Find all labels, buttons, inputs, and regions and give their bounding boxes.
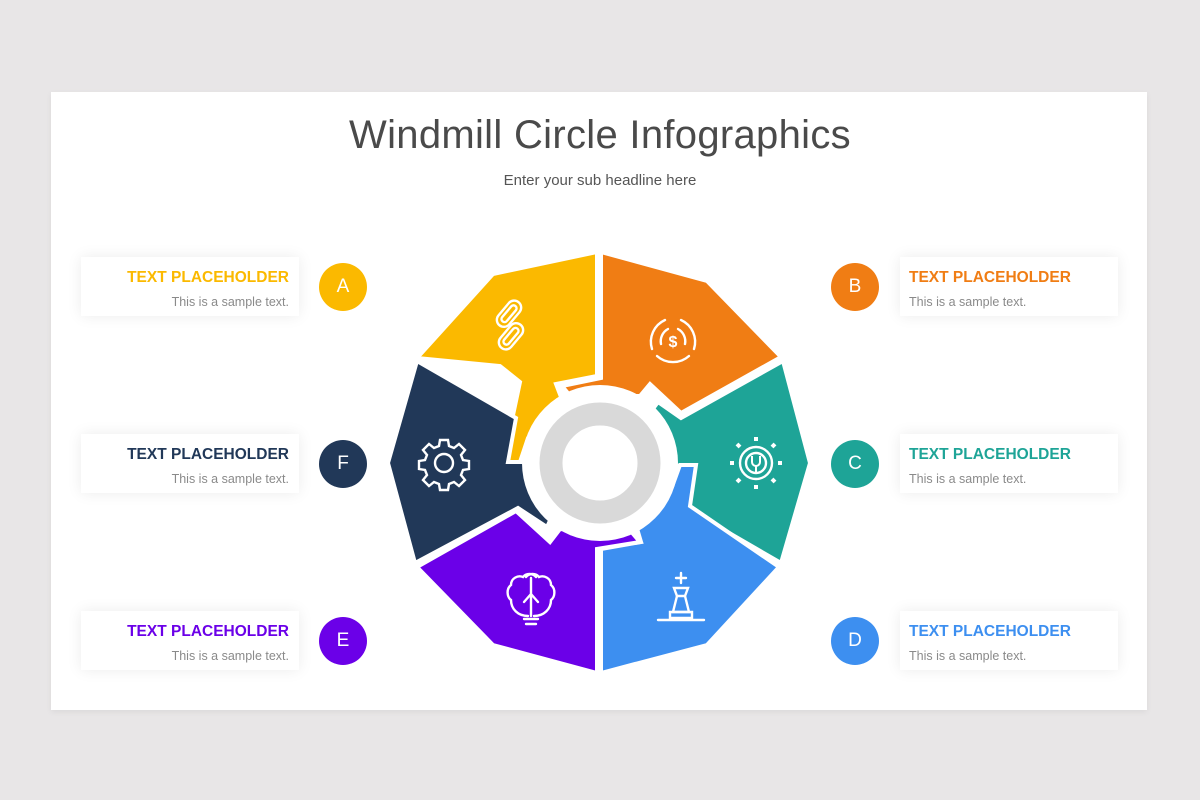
card-b-heading: TEXT PLACEHOLDER [909, 269, 1071, 286]
page-title: Windmill Circle Infographics [349, 113, 851, 157]
brain-bulb-icon [506, 572, 556, 626]
card-d-text: This is a sample text. [909, 649, 1027, 663]
card-e-text: This is a sample text. [171, 649, 289, 663]
gear-wrench-icon [730, 437, 782, 489]
badge-f: F [319, 440, 367, 488]
card-a-text: This is a sample text. [171, 295, 289, 309]
label-card-e: TEXT PLACEHOLDER This is a sample text. [81, 611, 299, 670]
center-ring [539, 402, 661, 524]
card-c-heading: TEXT PLACEHOLDER [909, 446, 1071, 463]
badge-d: D [831, 617, 879, 665]
label-card-c: TEXT PLACEHOLDER This is a sample text. [900, 434, 1118, 493]
card-a-heading: TEXT PLACEHOLDER [127, 269, 289, 286]
svg-text:$: $ [669, 334, 678, 351]
label-card-d: TEXT PLACEHOLDER This is a sample text. [900, 611, 1118, 670]
label-card-f: TEXT PLACEHOLDER This is a sample text. [81, 434, 299, 493]
badge-c: C [831, 440, 879, 488]
card-f-heading: TEXT PLACEHOLDER [127, 446, 289, 463]
money-target-icon: $ [649, 318, 697, 364]
badge-e: E [319, 617, 367, 665]
chess-king-icon [656, 571, 706, 622]
label-card-a: TEXT PLACEHOLDER This is a sample text. [81, 257, 299, 316]
badge-b: B [831, 263, 879, 311]
card-c-text: This is a sample text. [909, 472, 1027, 486]
card-b-text: This is a sample text. [909, 295, 1027, 309]
page-subtitle: Enter your sub headline here [503, 172, 697, 189]
card-e-heading: TEXT PLACEHOLDER [127, 623, 289, 640]
badge-a: A [319, 263, 367, 311]
card-d-heading: TEXT PLACEHOLDER [909, 623, 1071, 640]
label-card-b: TEXT PLACEHOLDER This is a sample text. [900, 257, 1118, 316]
card-f-text: This is a sample text. [171, 472, 289, 486]
link-icon [495, 299, 525, 351]
gear-icon [417, 438, 471, 492]
